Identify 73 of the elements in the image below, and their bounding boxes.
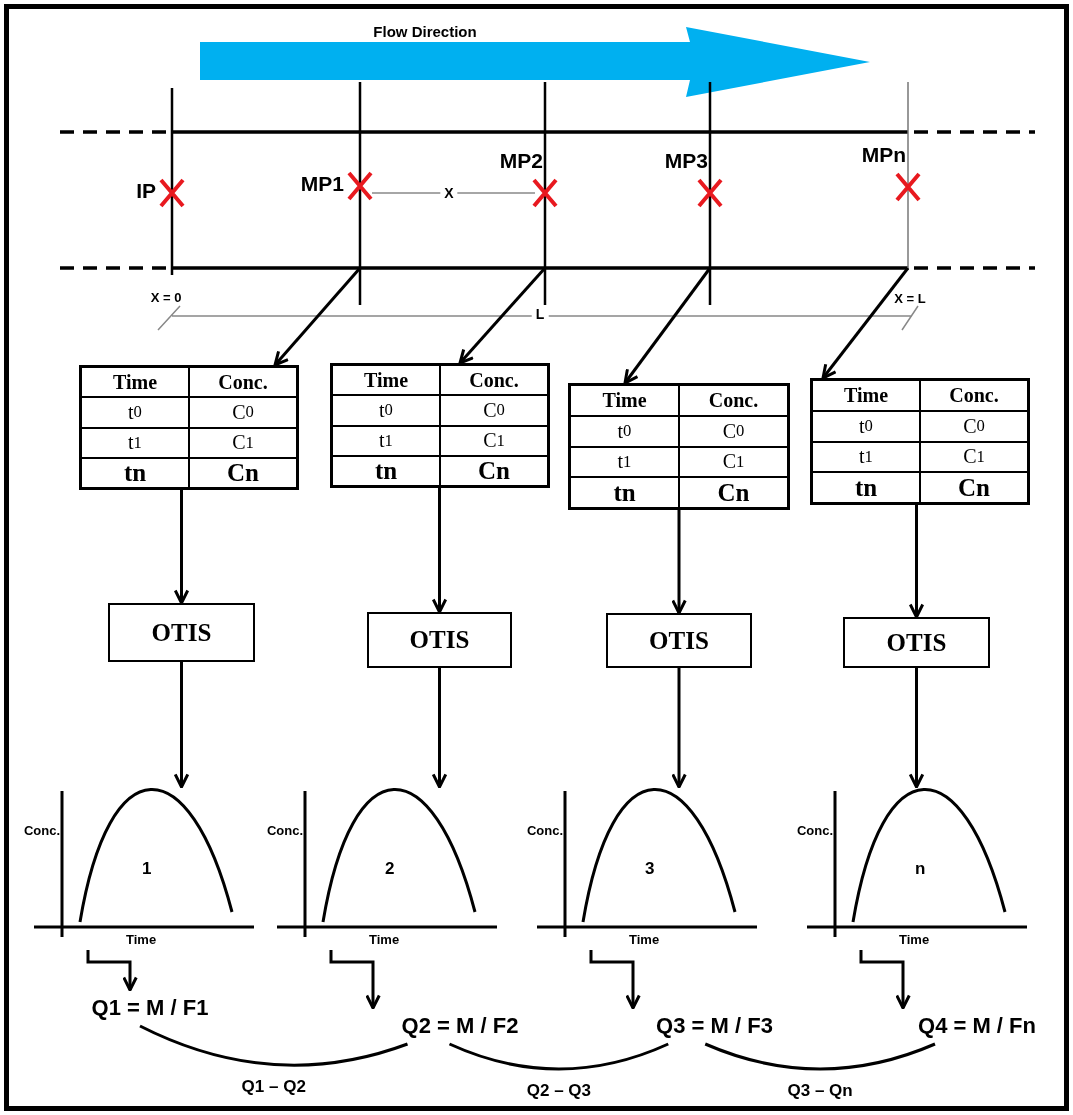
arrow	[458, 267, 547, 365]
axis-label: Time	[629, 932, 660, 947]
curve-number: 1	[142, 859, 152, 879]
axis-label: Time	[369, 932, 400, 947]
axis-label: Conc.	[266, 823, 303, 838]
process-box	[108, 603, 255, 662]
axis-label: Conc.	[23, 823, 60, 838]
table-cell: Cn	[920, 472, 1028, 503]
arrow	[589, 950, 641, 1010]
axis-label: Time	[899, 932, 930, 947]
arrow	[859, 950, 911, 1010]
data-table	[79, 365, 299, 490]
process-label: OTIS	[151, 618, 212, 647]
table-cell: tn	[81, 457, 189, 488]
column-header: Conc.	[440, 365, 548, 396]
table-cell: Cn	[189, 457, 297, 488]
axis-label: Time	[126, 932, 157, 947]
arrow	[431, 488, 448, 614]
process-label: OTIS	[649, 626, 709, 655]
table-cell: tn	[570, 477, 679, 508]
data-table	[810, 378, 1030, 505]
column-header: Conc.	[189, 367, 297, 398]
table-cell: Cn	[679, 477, 788, 508]
arrow	[329, 950, 381, 1010]
axis-label: Conc.	[526, 823, 563, 838]
axis-label: Conc.	[796, 823, 833, 838]
dimension-label: L	[531, 306, 549, 322]
table-cell: tn	[812, 472, 920, 503]
process-box	[606, 613, 752, 668]
column-header: Time	[812, 380, 920, 411]
connector-curve	[448, 1042, 669, 1071]
curve-number: 2	[385, 859, 395, 879]
dimension-label: X	[440, 185, 458, 201]
arrow	[173, 662, 190, 789]
arrow	[908, 505, 925, 619]
curve-number: 3	[645, 859, 655, 879]
formula-text: Q2 = M / F2	[355, 1008, 565, 1044]
data-table	[568, 383, 790, 510]
arrow	[671, 668, 687, 789]
column-header: Conc.	[920, 380, 1028, 411]
station-label: IP	[136, 179, 156, 203]
column-header: Time	[332, 365, 440, 396]
arrow	[431, 668, 448, 789]
arrow	[671, 510, 687, 615]
dimension-label: X = 0	[150, 289, 182, 305]
connector-curve	[704, 1042, 936, 1071]
data-table	[330, 363, 550, 488]
column-header: Time	[81, 367, 189, 398]
arrow	[623, 267, 712, 385]
table-cell: Cn	[440, 455, 548, 486]
station-label: MPn	[861, 143, 906, 167]
curve-number: n	[915, 859, 926, 879]
column-header: Conc.	[679, 385, 788, 416]
formula-text: Q1 = M / F1	[50, 990, 250, 1026]
station-label: MP3	[664, 149, 708, 173]
arrow	[908, 668, 925, 789]
table-cell: tn	[332, 455, 440, 486]
connector-curve	[139, 1024, 408, 1067]
process-label: OTIS	[409, 626, 470, 654]
station-label: MP1	[300, 172, 344, 196]
formula-text: Q3 = M / F3	[622, 1008, 807, 1044]
formula-text: Q4 = M / Fn	[893, 1008, 1061, 1044]
dimension-label: X = L	[894, 290, 926, 306]
arrow	[821, 267, 910, 380]
direction-label: Flow Direction	[373, 22, 477, 40]
arrow	[273, 267, 362, 367]
process-box	[367, 612, 512, 668]
arrow	[86, 950, 138, 992]
process-box	[843, 617, 990, 668]
station-label: MP2	[499, 149, 543, 173]
column-header: Time	[570, 385, 679, 416]
arrow	[173, 490, 190, 605]
process-label: OTIS	[886, 628, 947, 657]
